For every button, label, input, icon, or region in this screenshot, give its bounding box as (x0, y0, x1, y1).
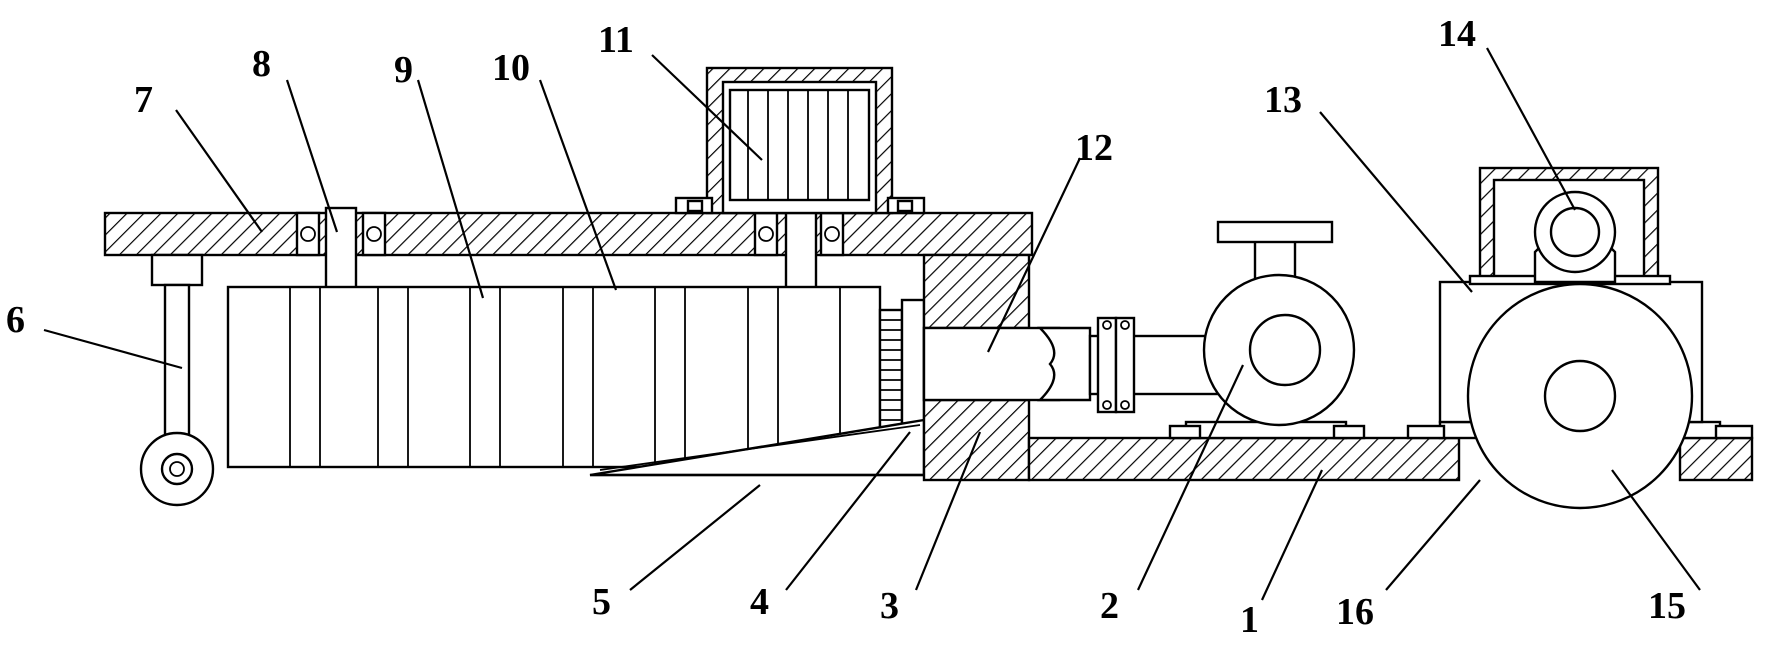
label-13: 13 (1264, 79, 1302, 121)
label-16: 16 (1336, 591, 1374, 633)
leader-lines (43, 47, 1701, 601)
label-15: 15 (1648, 585, 1686, 627)
pipe (922, 316, 1222, 414)
large-wheel (1466, 282, 1694, 510)
label-11: 11 (598, 19, 634, 61)
top-motor-housing (674, 66, 926, 215)
label-4: 4 (750, 581, 769, 623)
roller-assembly (226, 285, 882, 469)
gear (878, 298, 926, 437)
label-6: 6 (6, 299, 25, 341)
label-10: 10 (492, 47, 530, 89)
callout-labels: 7 8 9 10 11 12 13 14 6 5 4 3 2 1 16 15 (6, 13, 1686, 641)
label-5: 5 (592, 581, 611, 623)
label-14: 14 (1438, 13, 1476, 55)
top-plate (103, 211, 1034, 257)
label-9: 9 (394, 49, 413, 91)
ramp (589, 418, 926, 477)
label-1: 1 (1240, 599, 1259, 641)
pump (1168, 220, 1366, 440)
label-8: 8 (252, 43, 271, 85)
label-12: 12 (1075, 127, 1113, 169)
label-2: 2 (1100, 585, 1119, 627)
label-3: 3 (880, 585, 899, 627)
support-leg-wheel (139, 253, 215, 507)
label-7: 7 (134, 79, 153, 121)
